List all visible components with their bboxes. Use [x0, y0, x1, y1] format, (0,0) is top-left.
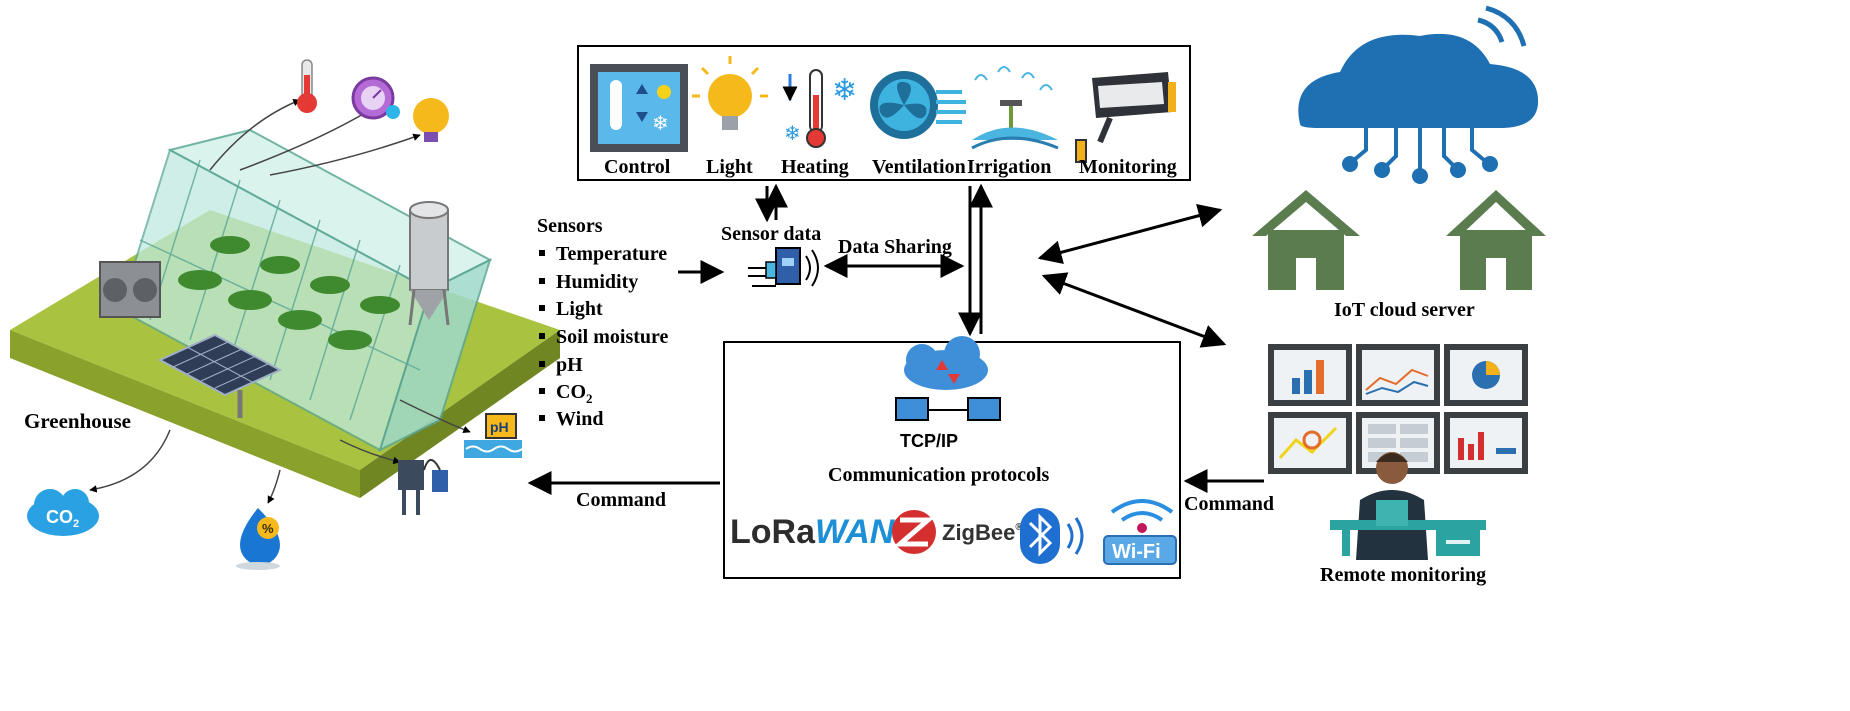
greenhouse-label: Greenhouse [24, 409, 131, 433]
sensor-item-co2: CO2 [556, 381, 593, 406]
humidity-drop-icon: % [236, 508, 280, 570]
tcpip-network-icon: TCP/IP [895, 336, 1001, 451]
sensor-item-co2-subscript: 2 [586, 391, 593, 406]
data-sharing-label: Data Sharing [838, 236, 952, 258]
ph-meter-icon: pH [464, 413, 523, 458]
wifi-logo: Wi-Fi [1103, 499, 1177, 565]
arrow-remote-link [1041, 272, 1227, 348]
command-right-label: Command [1184, 493, 1274, 515]
zigbee-logo: ZigBee® [892, 510, 1023, 554]
sensor-item: Humidity [556, 271, 638, 293]
house-icon-left [1252, 190, 1360, 290]
water-tank [408, 201, 450, 326]
wifi-logo-text: Wi-Fi [1112, 541, 1161, 563]
irrigation-sprinkler-icon [971, 66, 1059, 150]
label-ventilation: Ventilation [872, 156, 966, 178]
lorawan-logo-wan: WAN [815, 513, 896, 551]
sensor-bullets [539, 250, 545, 421]
command-left-label: Command [576, 489, 666, 511]
label-control: Control [604, 156, 671, 178]
sensor-list: Sensors Temperature Humidity Light Soil … [537, 215, 669, 430]
sensor-data-label: Sensor data [721, 223, 821, 245]
zigbee-logo-registered: ® [1015, 522, 1023, 533]
flow-arrows [527, 183, 1264, 495]
ventilation-fan-icon [870, 71, 966, 139]
lorawan-logo-lora: LoRa [730, 513, 816, 551]
comm-title: Communication protocols [828, 464, 1050, 486]
soil-probe-icon [398, 459, 448, 515]
fan-unit [99, 261, 161, 318]
sensor-item: Soil moisture [556, 326, 669, 348]
svg-text:❄: ❄ [784, 121, 801, 145]
svg-text:❄: ❄ [652, 111, 669, 135]
svg-text:CO2: CO2 [46, 507, 79, 530]
monitor-wall [1268, 344, 1528, 474]
co2-cloud-subscript: 2 [73, 518, 79, 530]
zigbee-logo-text: ZigBee [942, 520, 1015, 545]
svg-text:ZigBee®: ZigBee® [942, 520, 1023, 545]
remote-monitoring-label: Remote monitoring [1320, 564, 1486, 586]
heating-icon: ❄ ❄ [782, 69, 857, 148]
co2-cloud-icon: CO2 [27, 489, 99, 536]
tcpip-text: TCP/IP [900, 431, 958, 451]
solar-panel [157, 333, 283, 418]
sensor-hub-icon [748, 247, 819, 287]
label-heating: Heating [781, 156, 849, 178]
svg-text:LoRaWAN®: LoRaWAN® [730, 513, 903, 551]
bluetooth-logo [1020, 508, 1084, 564]
monitoring-camera-icon [1075, 72, 1176, 163]
arrow-cloud-link [1037, 203, 1223, 265]
light-bulb-icon [413, 98, 449, 142]
label-light: Light [706, 156, 753, 178]
lorawan-logo: LoRaWAN® [730, 513, 903, 551]
greenhouse-sensor-pointers [89, 99, 471, 504]
sensors-title: Sensors [537, 215, 603, 237]
ph-meter-text: pH [490, 419, 509, 435]
iot-cloud-label: IoT cloud server [1334, 299, 1475, 321]
sensor-item: Temperature [556, 243, 667, 265]
humidity-percent-text: % [262, 521, 274, 536]
label-irrigation: Irrigation [967, 156, 1051, 178]
co2-cloud-text: CO [46, 507, 73, 527]
svg-text:❄: ❄ [832, 73, 857, 108]
cloud-server-icon [1298, 5, 1539, 184]
flow-labels: Sensor data Data Sharing Command Command [576, 223, 1274, 515]
control-panel-icon: ❄ [590, 64, 688, 152]
greenhouse-illustration [10, 128, 560, 498]
light-icon [692, 56, 768, 130]
thermometer-icon [297, 59, 317, 113]
house-icon-right [1446, 190, 1546, 290]
sensor-item-wind: Wind [556, 408, 603, 430]
sensor-item: pH [556, 354, 583, 376]
sensor-item: Light [556, 298, 603, 320]
pressure-gauge-icon [351, 76, 400, 120]
actuator-labels: Control Light Heating Ventilation Irriga… [604, 156, 1177, 178]
operator-at-desk-icon [1330, 452, 1486, 560]
label-monitoring: Monitoring [1079, 156, 1177, 178]
sensor-item-co2-main: CO [556, 381, 586, 403]
